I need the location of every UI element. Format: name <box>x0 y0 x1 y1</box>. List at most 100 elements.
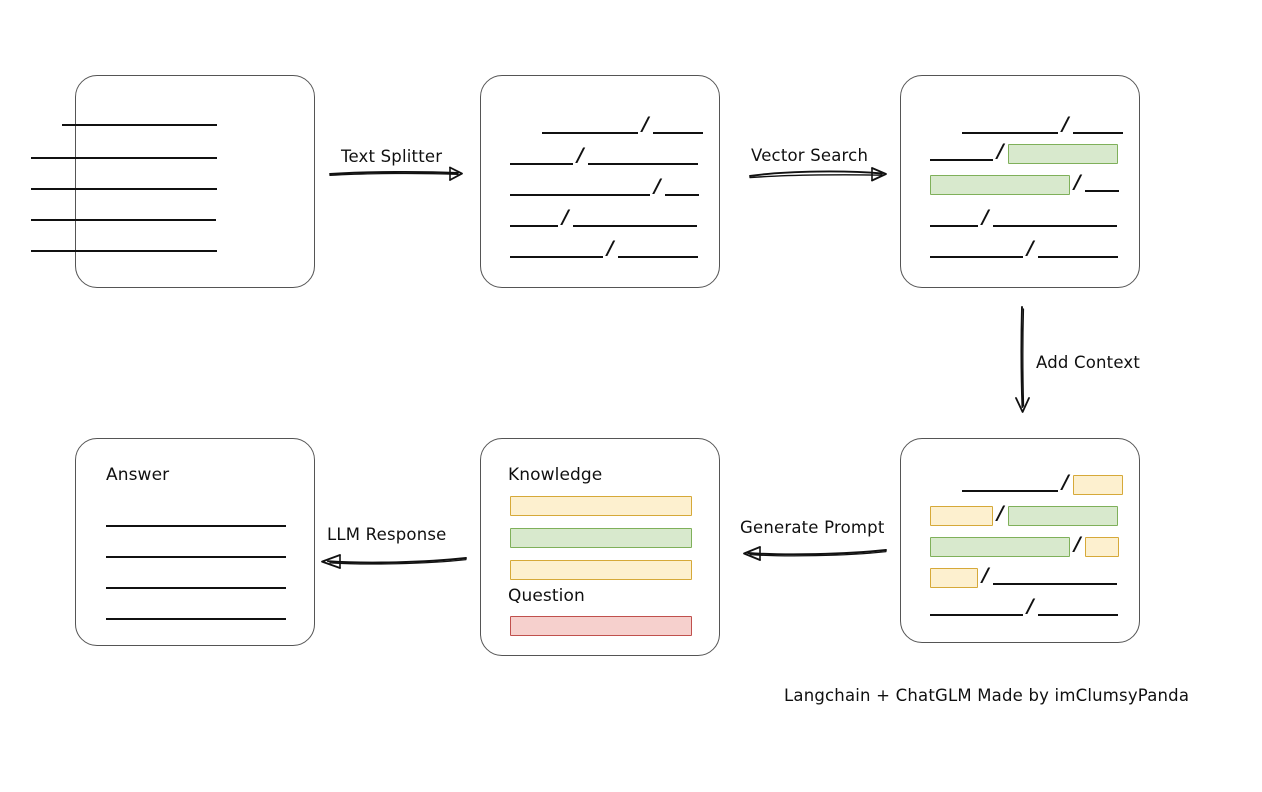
knowledge-bar-2[interactable] <box>510 528 692 548</box>
text-line-row <box>106 572 286 592</box>
generate-prompt-label: Generate Prompt <box>740 518 885 537</box>
context-document-card[interactable]: / / / / / <box>900 438 1140 643</box>
text-line-row: / <box>962 113 1123 137</box>
text-line-row: / <box>510 144 698 168</box>
source-document-card[interactable] <box>31 75 315 288</box>
answer-card[interactable]: Answer <box>75 438 315 646</box>
context-document-lines: / / / / / <box>901 439 1139 642</box>
context-chunk-highlight[interactable] <box>1084 537 1119 557</box>
question-heading: Question <box>508 586 585 606</box>
text-line-row: / <box>930 502 1118 526</box>
text-line-segment <box>930 603 1023 616</box>
chunk-separator: / <box>1027 595 1034 617</box>
text-line-row <box>31 173 217 193</box>
text-line-row <box>62 109 217 129</box>
text-line-segment <box>106 607 286 620</box>
text-line-segment <box>106 576 286 589</box>
text-line-row: / <box>930 533 1119 557</box>
llm-response-arrow <box>321 554 467 569</box>
text-line-segment <box>992 572 1117 585</box>
chunk-separator: / <box>642 113 649 135</box>
add-context-label: Add Context <box>1036 353 1141 372</box>
text-line-row <box>106 603 286 623</box>
text-line-row: / <box>930 564 1117 588</box>
text-line-row <box>106 541 286 561</box>
text-line-segment <box>962 121 1058 134</box>
footer-credit: Langchain + ChatGLM Made by imClumsyPand… <box>784 686 1190 705</box>
matched-chunk-highlight[interactable] <box>1007 506 1118 526</box>
text-line-segment <box>930 148 993 161</box>
chunk-separator: / <box>997 502 1004 524</box>
text-line-row <box>106 510 286 530</box>
chunk-separator: / <box>562 206 569 228</box>
text-line-segment <box>62 113 217 126</box>
text-splitter-label: Text Splitter <box>341 147 443 166</box>
text-line-segment <box>572 214 697 227</box>
text-line-row: / <box>510 177 699 199</box>
text-line-segment <box>31 146 217 159</box>
text-line-row <box>31 142 217 162</box>
split-document-lines: / / / / / <box>481 76 719 287</box>
matched-chunk-highlight[interactable] <box>1007 144 1118 164</box>
knowledge-heading: Knowledge <box>508 465 603 485</box>
text-line-row: / <box>510 237 698 261</box>
chunk-separator: / <box>1074 533 1081 555</box>
text-line-segment <box>510 245 603 258</box>
matched-chunk-highlight[interactable] <box>930 175 1070 195</box>
chunk-separator: / <box>1062 113 1069 135</box>
text-line-row <box>31 235 217 255</box>
context-chunk-highlight[interactable] <box>930 568 978 588</box>
text-line-segment <box>1084 179 1119 192</box>
vector-search-arrow <box>749 167 887 182</box>
text-line-segment <box>31 177 217 190</box>
chunk-separator: / <box>1062 471 1069 493</box>
text-line-segment <box>930 214 978 227</box>
text-line-segment <box>930 245 1023 258</box>
chunk-separator: / <box>982 564 989 586</box>
text-line-segment <box>106 514 286 527</box>
text-line-segment <box>106 545 286 558</box>
text-line-row: / <box>962 471 1123 495</box>
chunk-separator: / <box>997 140 1004 162</box>
text-line-row: / <box>930 140 1118 164</box>
context-chunk-highlight[interactable] <box>1072 475 1123 495</box>
chunk-separator: / <box>607 237 614 259</box>
prompt-card[interactable]: Knowledge Question <box>480 438 720 656</box>
text-line-segment <box>1037 245 1118 258</box>
prompt-card-body: Knowledge Question <box>481 439 719 655</box>
text-line-segment <box>542 121 638 134</box>
chunk-separator: / <box>1074 171 1081 193</box>
matched-chunk-highlight[interactable] <box>930 537 1070 557</box>
text-line-row: / <box>930 239 1118 261</box>
llm-response-label: LLM Response <box>327 525 447 544</box>
chunk-separator: / <box>577 144 584 166</box>
generate-prompt-arrow <box>743 546 887 561</box>
vector-search-label: Vector Search <box>751 146 869 165</box>
text-splitter-arrow <box>329 166 463 181</box>
matched-document-card[interactable]: / / / / / <box>900 75 1140 288</box>
text-line-row: / <box>542 113 703 137</box>
question-bar-1[interactable] <box>510 616 692 636</box>
text-line-row: / <box>930 171 1119 195</box>
knowledge-bar-3[interactable] <box>510 560 692 580</box>
matched-document-lines: / / / / / <box>901 76 1139 287</box>
text-line-segment <box>510 183 650 196</box>
text-line-segment <box>617 245 698 258</box>
text-line-segment <box>31 208 216 221</box>
add-context-arrow <box>1015 306 1030 413</box>
knowledge-bar-1[interactable] <box>510 496 692 516</box>
context-chunk-highlight[interactable] <box>930 506 993 526</box>
text-line-segment <box>1037 603 1118 616</box>
text-line-row <box>31 204 216 224</box>
text-line-row: / <box>930 206 1117 230</box>
text-line-row: / <box>510 206 697 230</box>
text-line-segment <box>652 121 703 134</box>
text-line-segment <box>587 152 698 165</box>
chunk-separator: / <box>982 206 989 228</box>
answer-heading: Answer <box>106 465 170 485</box>
text-line-segment <box>31 239 217 252</box>
split-document-card[interactable]: / / / / / <box>480 75 720 288</box>
text-line-segment <box>992 214 1117 227</box>
answer-card-body: Answer <box>76 439 314 645</box>
